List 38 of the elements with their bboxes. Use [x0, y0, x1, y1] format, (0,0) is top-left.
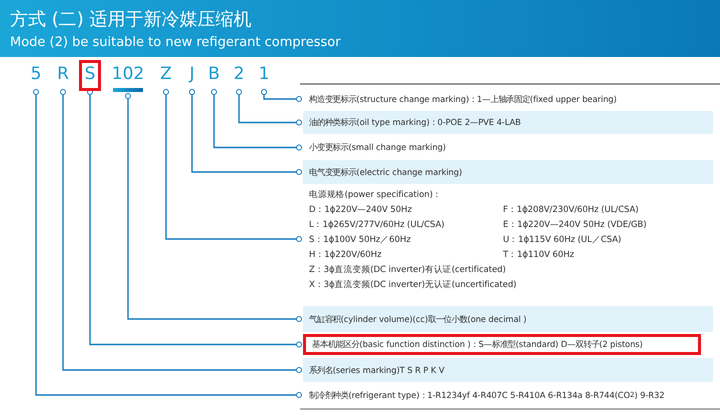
subtitle: Mode (2) be suitable to new refigerant compressor [10, 35, 341, 50]
spec-line: L：1ϕ265V/277V/60Hz (UL/CSA) [309, 219, 444, 231]
leader-line [33, 89, 302, 398]
code-character: 102 [108, 63, 148, 89]
leader-line [60, 89, 302, 373]
leader-line [236, 89, 302, 126]
title: 方式 (二) 适用于新冷媒压缩机 [10, 8, 252, 31]
leader-line [163, 89, 302, 242]
spec-line: F：1ϕ208V/230V/60Hz (UL/CSA) [503, 204, 639, 216]
code-character: S [79, 60, 101, 91]
description-row: 系列名(series marking)T S R P K V [303, 358, 713, 382]
spec-heading: 电源规格(power specification)： [309, 189, 442, 201]
leader-line [189, 89, 302, 175]
code-character: Z [158, 63, 174, 89]
leader-line [211, 89, 302, 150]
spec-line: D：1ϕ220V—240V 50Hz [309, 204, 412, 216]
description-row: 电气变更标示(electric change marking) [303, 160, 713, 184]
leader-line [87, 89, 302, 348]
spec-line: U：1ϕ115V 60Hz (UL／CSA) [503, 234, 622, 246]
code-character: R [55, 63, 71, 89]
code-character: J [184, 63, 200, 89]
description-row: 小变更标示(small change marking) [303, 136, 713, 159]
code-character: 2 [231, 63, 247, 89]
description-row: 基本机能区分(basic function distinction )：S—标准型(standard) D—双转子(2 pistons) [303, 334, 701, 355]
spec-line: Z：3ϕ直流变频(DC inverter)有认证(certificated) [309, 264, 506, 276]
code-character: 5 [28, 63, 44, 89]
description-row: 构造变更标示(structure change marking)：1—上轴承固定(fixed upper bearing) [303, 88, 713, 110]
spec-line: H：1ϕ220V/60Hz [309, 249, 382, 261]
description-row: 油的种类标示(oil type marking)：0-POE 2—PVE 4-LAB [303, 111, 713, 134]
leader-line [261, 89, 302, 102]
code-character: B [206, 63, 222, 89]
spec-line: S：1ϕ100V 50Hz／60Hz [309, 234, 411, 246]
code-character: 1 [256, 63, 272, 89]
description-row: 气缸容积(cylinder volume)(cc)取一位小数(one decimal ) [303, 306, 713, 332]
spec-line: T：1ϕ110V 60Hz [503, 249, 574, 261]
leader-line [125, 93, 302, 322]
spec-line: X：3ϕ直流变频(DC inverter)无认证(uncertificated) [309, 279, 516, 291]
spec-line: E：1ϕ220V—240V 50Hz (VDE/GB) [503, 219, 646, 231]
